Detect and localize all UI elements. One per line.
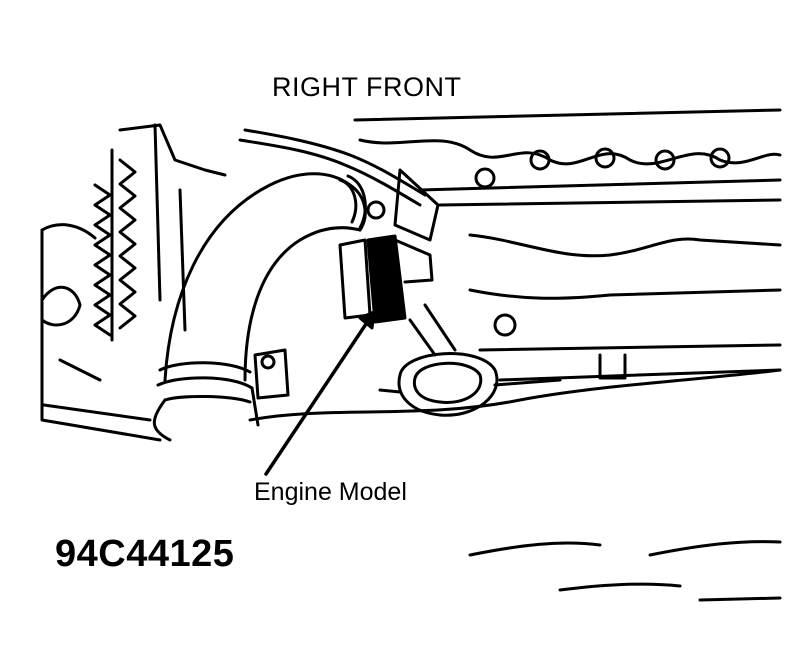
left-engine-block: [40, 123, 227, 442]
intake-hose: [152, 172, 367, 442]
lower-body: [248, 368, 782, 602]
callout-leader: [264, 310, 376, 476]
engine-model-stamp: [338, 234, 434, 324]
figure-code: 94C44125: [55, 533, 235, 575]
orientation-label: RIGHT FRONT: [272, 72, 462, 102]
radiator-cap: [378, 303, 562, 417]
sensor-cable: [238, 128, 440, 242]
hose-connector: [253, 348, 290, 400]
hose-clamp: [338, 174, 386, 230]
valve-cover: [353, 108, 782, 382]
engine-model-callout-label: Engine Model: [254, 478, 407, 506]
drive-belt: [93, 148, 137, 342]
